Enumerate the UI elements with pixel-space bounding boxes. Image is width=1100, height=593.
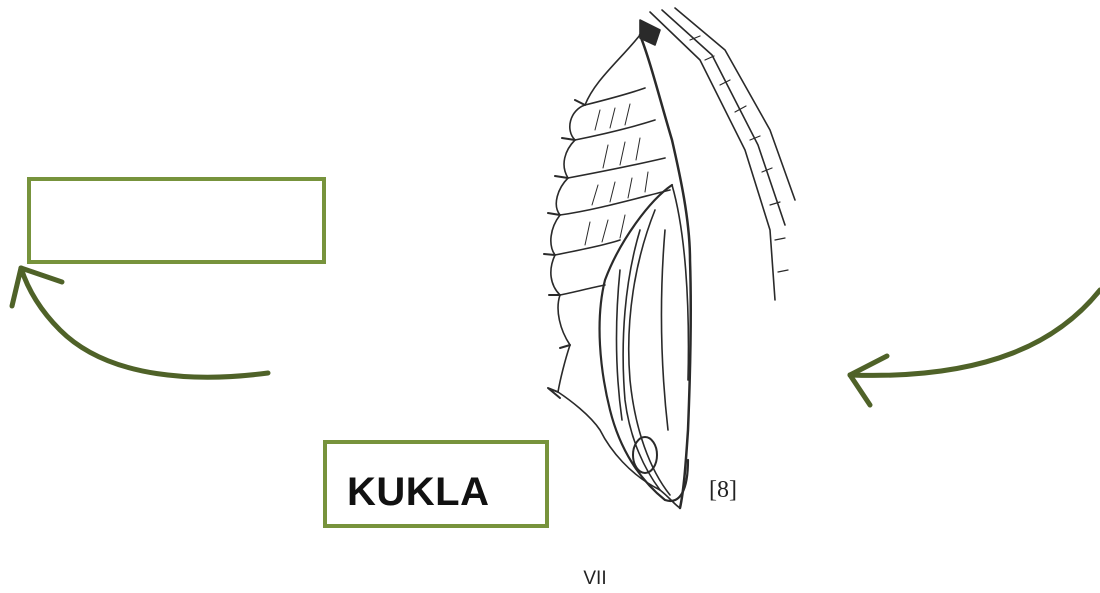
stage-label: KUKLA <box>347 470 489 515</box>
empty-stage-box <box>27 177 326 264</box>
pupa-illustration <box>544 8 795 508</box>
arrow-right-icon <box>850 290 1100 405</box>
citation-reference: [8] <box>709 477 737 504</box>
arrow-left-icon <box>12 268 268 377</box>
stage-label-box: KUKLA <box>323 440 549 528</box>
page-number: VII <box>0 568 1100 590</box>
